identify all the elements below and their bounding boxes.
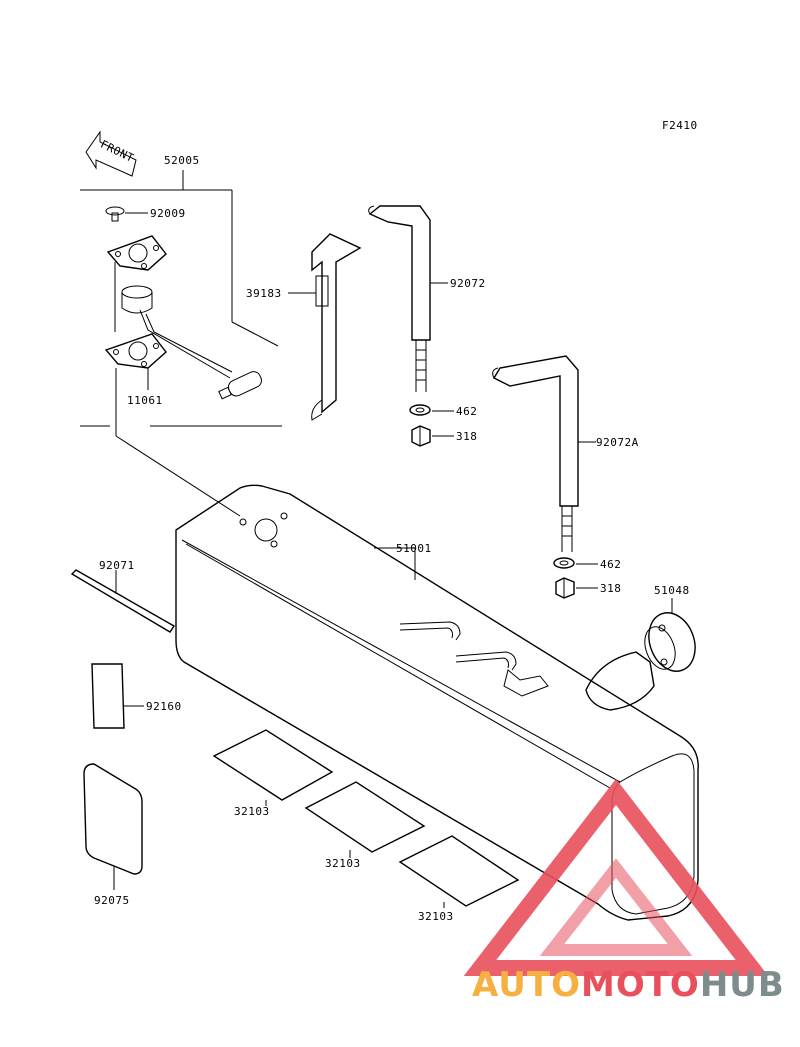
- front-arrow-icon: FRONT: [85, 130, 137, 177]
- pad-32103-a: [212, 729, 334, 806]
- label-318a: 318: [456, 430, 477, 443]
- pad-92075: [83, 763, 143, 890]
- label-32103a: 32103: [234, 805, 270, 818]
- screw-92009: [105, 206, 148, 222]
- label-92009: 92009: [150, 207, 186, 220]
- label-51001: 51001: [396, 542, 432, 555]
- washer-462-a: [409, 404, 454, 416]
- pad-32103-c: [398, 835, 520, 908]
- figure-code: F2410: [662, 119, 698, 132]
- pad-92160: [91, 663, 144, 729]
- label-92075: 92075: [94, 894, 130, 907]
- label-92071: 92071: [99, 559, 135, 572]
- watermark-text: AUTOMOTOHUB: [472, 965, 785, 1005]
- label-92072A: 92072A: [596, 436, 639, 449]
- strap-92071: [70, 569, 175, 633]
- bracket-39183: [288, 233, 362, 421]
- watermark-part-moto: MOTO: [581, 965, 700, 1005]
- assembly-bracket-52005: [80, 170, 282, 427]
- band-92072: [368, 205, 448, 392]
- label-39183: 39183: [246, 287, 282, 300]
- label-11061: 11061: [127, 394, 163, 407]
- fuel-tank-51001: [175, 484, 699, 921]
- label-92160: 92160: [146, 700, 182, 713]
- fuel-cap-51048: [585, 598, 696, 711]
- fuel-sender-unit: [104, 235, 262, 400]
- watermark-part-hub: HUB: [700, 965, 785, 1005]
- label-52005: 52005: [164, 154, 200, 167]
- washer-462-b: [553, 557, 598, 569]
- front-label: FRONT: [98, 138, 136, 165]
- label-32103c: 32103: [418, 910, 454, 923]
- automotohub-logo: [463, 778, 769, 976]
- pad-32103-b: [304, 781, 426, 858]
- label-462a: 462: [456, 405, 477, 418]
- watermark-part-auto: AUTO: [472, 965, 581, 1005]
- label-32103b: 32103: [325, 857, 361, 870]
- label-462b: 462: [600, 558, 621, 571]
- band-92072A: [492, 355, 596, 552]
- label-92072: 92072: [450, 277, 486, 290]
- nut-318-a: [411, 425, 454, 447]
- label-318b: 318: [600, 582, 621, 595]
- leader-line: [115, 435, 241, 517]
- nut-318-b: [555, 577, 598, 599]
- label-51048: 51048: [654, 584, 690, 597]
